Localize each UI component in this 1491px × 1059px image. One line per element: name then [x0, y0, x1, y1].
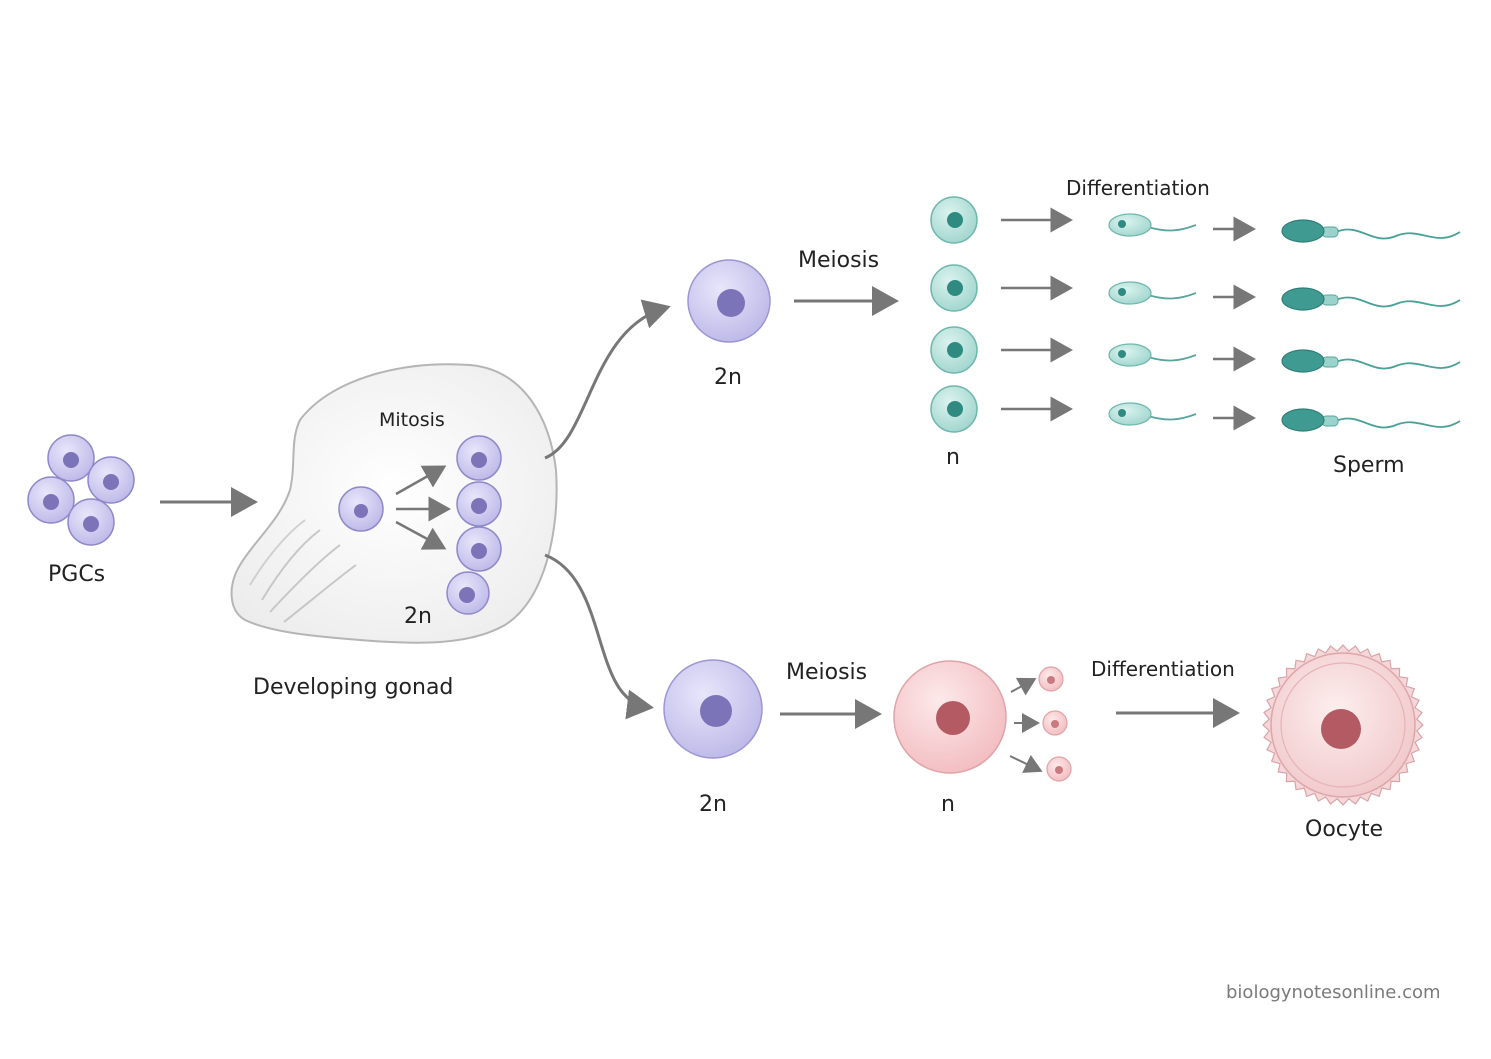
spermatid — [1108, 402, 1197, 426]
mitosis-parent-cell — [338, 486, 384, 532]
male-haploid-row — [930, 385, 1461, 433]
mitosis-daughter-cell — [456, 481, 502, 527]
label-gonad-2n: 2n — [404, 604, 432, 629]
label-female-meiosis: Meiosis — [786, 660, 868, 685]
label-male-n: n — [946, 445, 960, 470]
male-haploid-row — [930, 196, 1461, 244]
label-mitosis: Mitosis — [379, 409, 445, 431]
arrow-to-male-pathway — [544, 299, 671, 460]
polar-body — [1046, 756, 1072, 782]
label-developing-gonad: Developing gonad — [253, 675, 454, 700]
polar-body-arrow-up — [1010, 677, 1037, 696]
sperm-cell — [1281, 349, 1461, 373]
spermatid — [1108, 213, 1197, 237]
sperm-cell — [1281, 408, 1461, 432]
polar-body-arrow-down — [1009, 754, 1043, 773]
developing-gonad-shape — [230, 363, 558, 644]
oocyte-cell — [1262, 644, 1424, 806]
label-male-differentiation: Differentiation — [1066, 176, 1210, 200]
pgc-cell — [27, 476, 75, 524]
label-oocyte: Oocyte — [1305, 817, 1384, 842]
label-male-2n: 2n — [714, 365, 742, 390]
female-haploid-cell — [893, 660, 1007, 774]
male-haploid-rows — [930, 196, 1461, 433]
label-female-differentiation: Differentiation — [1091, 657, 1235, 681]
spermatocyte-cell — [930, 264, 978, 312]
sperm-cell — [1281, 219, 1461, 243]
spermatocyte-cell — [930, 326, 978, 374]
watermark: biologynotesonline.com — [1226, 982, 1441, 1003]
male-diploid-cell — [687, 259, 771, 343]
pgc-cluster — [27, 434, 135, 546]
polar-body — [1042, 710, 1068, 736]
mitosis-arrow-down — [395, 520, 447, 550]
sperm-cell — [1281, 287, 1461, 311]
female-diploid-cell — [663, 659, 763, 759]
polar-body — [1038, 666, 1064, 692]
mitosis-daughter-cell — [456, 526, 502, 572]
spermatocyte-cell — [930, 196, 978, 244]
male-haploid-row — [930, 326, 1461, 374]
male-haploid-row — [930, 264, 1461, 312]
pgc-cell — [47, 434, 95, 482]
spermatid — [1108, 343, 1197, 367]
mitosis-arrow-up — [395, 465, 447, 496]
label-female-n: n — [941, 792, 955, 817]
label-male-meiosis: Meiosis — [798, 248, 880, 273]
mitosis-daughter-cell — [446, 571, 490, 615]
spermatid — [1108, 281, 1197, 305]
label-pgcs: PGCs — [48, 562, 106, 587]
mitosis-daughter-cell — [456, 435, 502, 481]
spermatocyte-cell — [930, 385, 978, 433]
pgc-cell — [67, 498, 115, 546]
pgc-cell — [87, 456, 135, 504]
label-sperm: Sperm — [1333, 453, 1405, 478]
label-female-2n: 2n — [699, 792, 727, 817]
arrow-to-female-pathway — [544, 553, 654, 720]
